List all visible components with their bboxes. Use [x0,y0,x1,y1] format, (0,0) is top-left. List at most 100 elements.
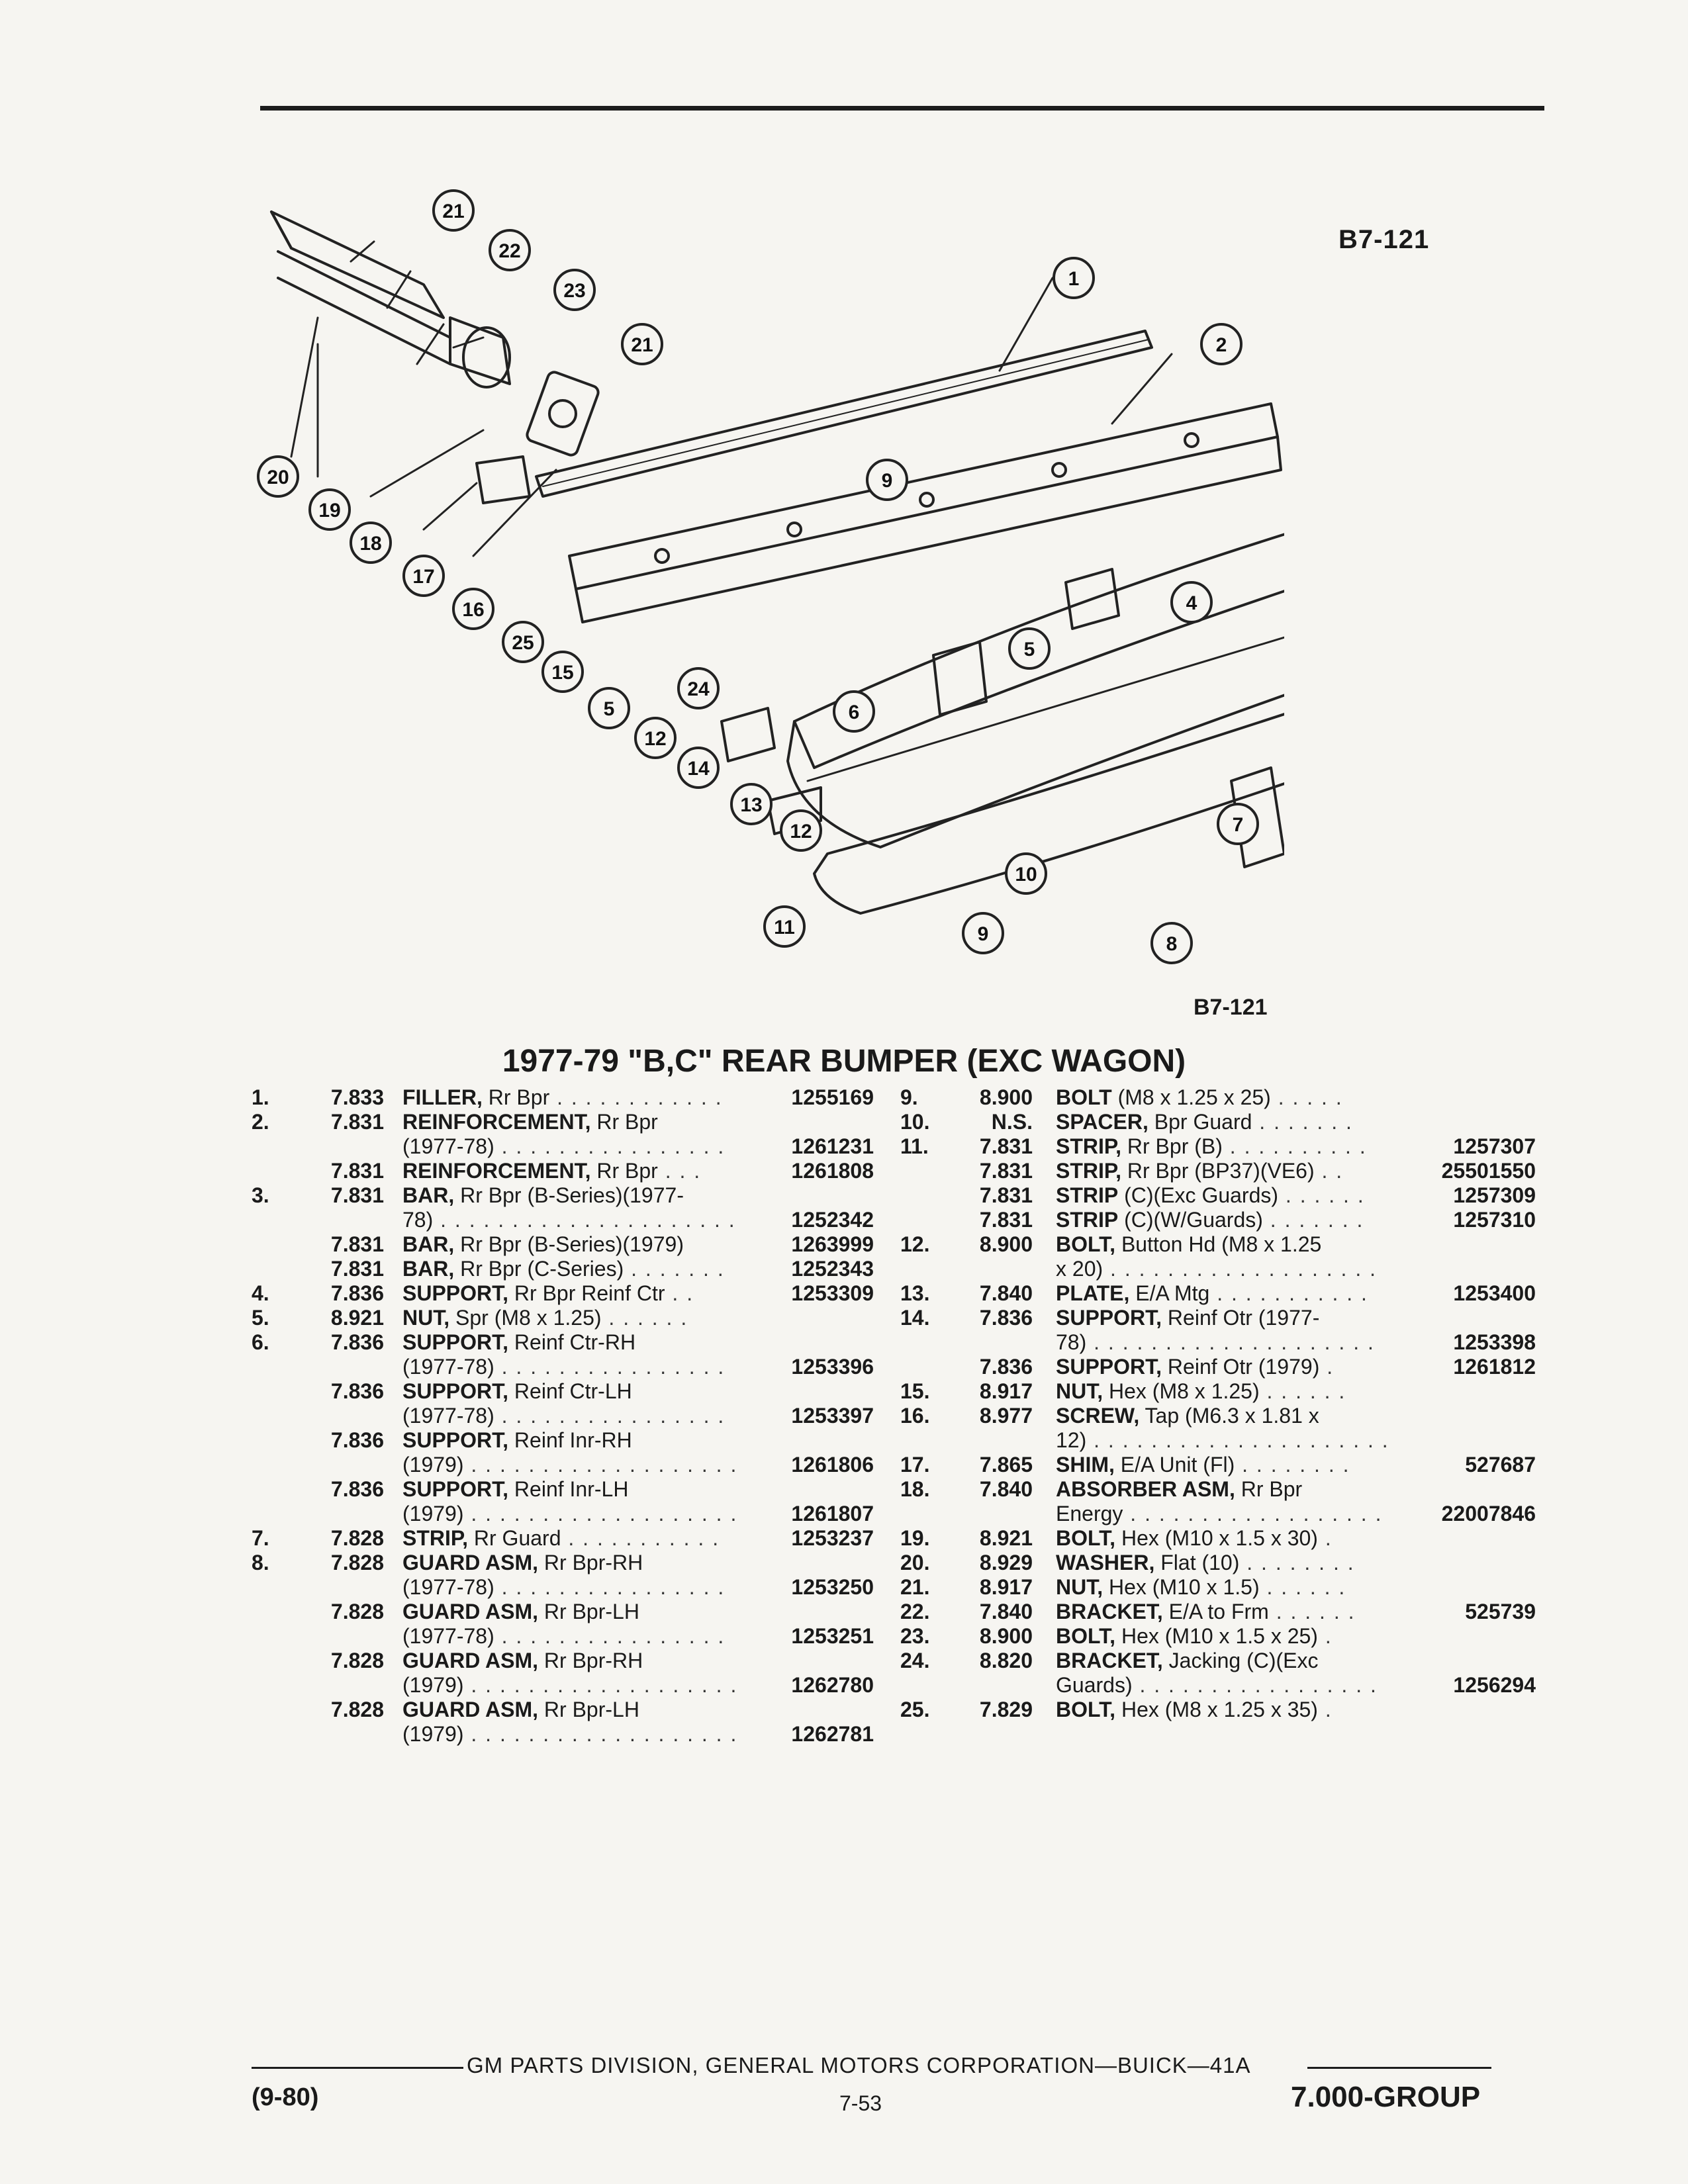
part-number: 1256294 [1453,1673,1536,1697]
footer-rule-right [1307,2067,1491,2069]
parts-row: (1979) . . . . . . . . . . . . . . . . .… [252,1722,874,1747]
group-number: 8.900 [979,1232,1033,1256]
part-spec: Rr Bpr [590,1159,658,1183]
filler-strip [535,330,1153,498]
part-description: 12) . . . . . . . . . . . . . . . . . . … [1056,1428,1389,1453]
svg-text:16: 16 [462,599,484,621]
svg-text:6: 6 [849,702,860,723]
part-description: ABSORBER ASM, Rr Bpr [1056,1477,1302,1502]
part-number: 1253237 [791,1526,874,1550]
part-name: SUPPORT, [1056,1355,1162,1379]
part-description: (1979) . . . . . . . . . . . . . . . . .… [402,1502,737,1526]
group-number: 7.840 [979,1600,1033,1623]
item-number: 15. [900,1379,930,1403]
svg-text:13: 13 [740,794,762,816]
dot-leader: . . . . . . . . . . . . . . . . [494,1575,726,1599]
part-description: STRIP (C)(W/Guards) . . . . . . . [1056,1208,1364,1232]
footer-rule-left [252,2067,463,2069]
group-number: 7.840 [979,1281,1033,1305]
dot-leader: . . . . . . . . . . . . . . . . . . . . … [1086,1428,1389,1452]
svg-text:10: 10 [1015,864,1037,886]
part-description: SUPPORT, Reinf Ctr-RH [402,1330,635,1355]
part-spec: (C)(Exc Guards) [1118,1183,1279,1207]
part-name: NUT, [1056,1379,1103,1403]
group-label: 7.000-GROUP [1291,2081,1481,2113]
dot-leader: . . . . . . . . . . . . . . . . [494,1624,726,1648]
part-number: 1257310 [1453,1208,1536,1232]
item-number: 20. [900,1551,930,1574]
callout-markers [257,189,1259,964]
part-spec: (1977-78) [402,1575,494,1599]
part-description: (1977-78) . . . . . . . . . . . . . . . … [402,1404,725,1428]
part-description: BOLT, Hex (M10 x 1.5 x 30) . [1056,1526,1333,1551]
dot-leader: . [1317,1526,1333,1550]
svg-text:11: 11 [774,917,795,938]
part-spec: Guards) [1056,1673,1133,1697]
diagram-code-bottom: B7-121 [1194,995,1268,1020]
svg-text:21: 21 [442,201,464,222]
svg-text:1: 1 [1068,268,1080,290]
parts-row: x 20) . . . . . . . . . . . . . . . . . … [900,1257,1536,1281]
svg-text:14: 14 [687,758,710,780]
group-number: 8.921 [979,1526,1033,1550]
part-number: 1253400 [1453,1281,1536,1305]
part-description: GUARD ASM, Rr Bpr-RH [402,1551,643,1575]
part-name: ABSORBER ASM, [1056,1477,1235,1501]
part-description: WASHER, Flat (10) . . . . . . . . [1056,1551,1355,1575]
bumper-bar [793,533,1284,769]
group-number: 7.865 [979,1453,1033,1477]
part-spec: Rr Bpr [482,1085,550,1109]
group-number: 7.828 [330,1526,384,1550]
part-number: 25501550 [1441,1159,1536,1183]
dot-leader: . . . [657,1159,702,1183]
dot-leader: . . . . . . . . . . . . [549,1085,723,1109]
svg-text:4: 4 [1186,592,1197,614]
frame-rail [270,210,445,319]
part-spec: (C)(W/Guards) [1118,1208,1263,1232]
part-description: SUPPORT, Reinf Otr (1979) . [1056,1355,1334,1379]
group-number: 8.917 [979,1575,1033,1599]
part-spec: Reinf Otr (1977- [1162,1306,1320,1330]
shim [475,455,531,504]
dot-leader: . . . . . . . [1262,1208,1364,1232]
svg-text:22: 22 [498,240,520,262]
part-spec: Hex (M10 x 1.5 x 30) [1115,1526,1318,1550]
part-number: 1253396 [791,1355,874,1379]
group-number: 7.828 [330,1551,384,1574]
energy-absorber [449,316,511,385]
part-name: BOLT, [1056,1698,1116,1721]
part-spec: (1979) [402,1722,464,1746]
part-description: BOLT (M8 x 1.25 x 25) . . . . . [1056,1085,1343,1110]
part-spec: Reinf Ctr-LH [508,1379,632,1403]
part-name: STRIP, [402,1526,468,1550]
parts-row: 78) . . . . . . . . . . . . . . . . . . … [252,1208,874,1232]
part-name: STRIP, [1056,1159,1121,1183]
part-description: BOLT, Button Hd (M8 x 1.25 [1056,1232,1321,1257]
part-spec: (1979) [402,1673,464,1697]
svg-text:5: 5 [604,698,615,720]
svg-text:20: 20 [267,467,289,488]
part-spec: (1977-78) [402,1404,494,1428]
group-number: 7.831 [979,1134,1033,1158]
part-number: 1257309 [1453,1183,1536,1207]
svg-text:23: 23 [563,280,585,302]
parts-row: Guards) . . . . . . . . . . . . . . . . … [900,1673,1536,1698]
item-number: 14. [900,1306,930,1330]
item-number: 8. [252,1551,269,1574]
